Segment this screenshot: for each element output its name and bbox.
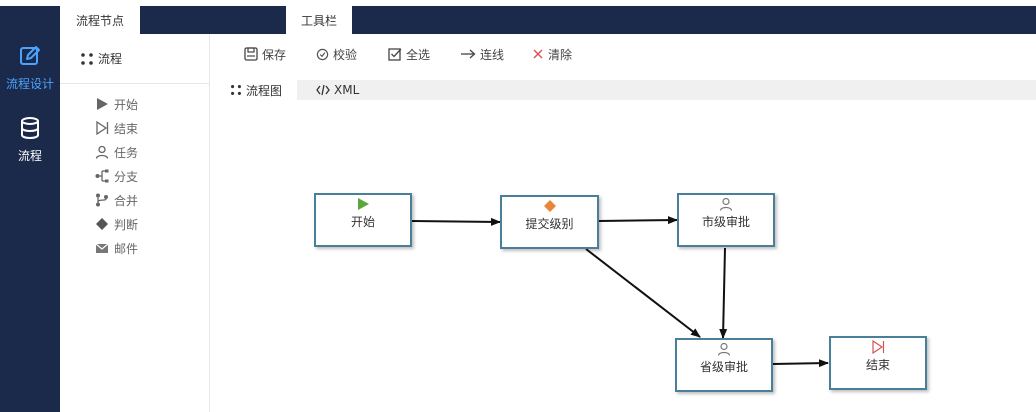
connect-label: 连线 — [480, 47, 505, 62]
flow-icon — [230, 84, 242, 96]
end-icon — [871, 339, 885, 357]
nav-item-process-design[interactable]: 流程设计 — [0, 44, 60, 92]
user-icon — [719, 197, 733, 214]
palette-node-label: 判断 — [114, 217, 139, 232]
flow-node-label: 省级审批 — [699, 360, 748, 374]
palette-node-label: 合并 — [114, 193, 139, 208]
save-label: 保存 — [262, 47, 287, 62]
connect-button[interactable]: 连线 — [460, 45, 504, 63]
nav-label: 流程 — [17, 149, 42, 163]
flow-node-start[interactable]: 开始 — [314, 193, 412, 247]
save-button[interactable]: 保存 — [244, 45, 286, 63]
edge-start-submit[interactable] — [411, 217, 501, 226]
left-nav: 流程设计 流程 — [0, 6, 60, 412]
select-all-button[interactable]: 全选 — [388, 45, 430, 63]
edge-submit-province[interactable] — [585, 248, 701, 338]
flow-icon — [81, 52, 93, 65]
merge-icon — [94, 192, 110, 208]
palette-node-end[interactable]: 结束 — [94, 116, 138, 140]
palette-node-mail[interactable]: 邮件 — [94, 236, 138, 260]
palette-node-label: 邮件 — [114, 241, 139, 256]
tab-xml-label: XML — [334, 83, 360, 97]
toolbar: 保存 校验 全选 连线 清除 — [210, 34, 1036, 74]
tab-xml[interactable]: XML — [308, 80, 367, 100]
play-icon — [356, 197, 370, 214]
palette-node-judge[interactable]: 判断 — [94, 212, 138, 236]
validate-label: 校验 — [333, 47, 358, 62]
clear-button[interactable]: 清除 — [532, 45, 572, 63]
arrow-right-icon — [460, 48, 476, 60]
flow-edges — [411, 216, 829, 368]
mail-icon — [94, 240, 110, 256]
palette-header: 流程 — [60, 34, 209, 84]
palette-node-label: 分支 — [114, 169, 139, 184]
checkbox-icon — [388, 47, 402, 61]
node-list: 开始 结束 任务 分支 合并 — [94, 92, 138, 260]
edit-icon — [0, 44, 60, 71]
diamond-icon — [543, 199, 557, 216]
close-icon — [532, 48, 544, 60]
view-tabs: 流程图 XML — [222, 80, 1036, 100]
flow-node-label: 提交级别 — [525, 217, 574, 231]
nav-label: 流程设计 — [5, 77, 54, 91]
node-palette: 流程 开始 结束 任务 分支 — [60, 34, 210, 412]
tab-bar: 流程节点 工具栏 — [60, 6, 1036, 34]
flow-node-end[interactable]: 结束 — [829, 336, 927, 390]
palette-node-label: 开始 — [114, 97, 139, 112]
palette-node-task[interactable]: 任务 — [94, 140, 138, 164]
flow-node-province-approval[interactable]: 省级审批 — [675, 338, 773, 392]
tab-toolbar[interactable]: 工具栏 — [286, 6, 352, 34]
tab-diagram[interactable]: 流程图 — [222, 80, 297, 100]
flow-node-label: 市级审批 — [701, 215, 750, 229]
branch-icon — [94, 168, 110, 184]
tab-flow-nodes[interactable]: 流程节点 — [60, 6, 140, 34]
tab-diagram-label: 流程图 — [246, 83, 283, 98]
select-all-label: 全选 — [406, 47, 431, 62]
flow-node-label: 结束 — [865, 358, 890, 372]
code-icon — [316, 84, 330, 96]
palette-node-merge[interactable]: 合并 — [94, 188, 138, 212]
save-icon — [244, 47, 258, 61]
top-strip — [0, 0, 1036, 6]
user-icon — [94, 144, 110, 160]
clear-label: 清除 — [548, 47, 573, 62]
end-icon — [94, 120, 110, 136]
palette-node-start[interactable]: 开始 — [94, 92, 138, 116]
palette-title: 流程 — [98, 52, 123, 66]
flow-node-label: 开始 — [350, 215, 375, 229]
validate-button[interactable]: 校验 — [316, 45, 357, 63]
palette-node-label: 结束 — [114, 121, 139, 136]
flow-node-city-approval[interactable]: 市级审批 — [677, 193, 775, 247]
diamond-icon — [94, 216, 110, 232]
check-circle-icon — [316, 48, 329, 61]
play-icon — [94, 96, 110, 112]
edge-submit-city[interactable] — [598, 216, 678, 225]
palette-node-label: 任务 — [114, 145, 139, 160]
user-icon — [717, 342, 731, 359]
edge-province-end[interactable] — [772, 359, 829, 368]
palette-node-branch[interactable]: 分支 — [94, 164, 138, 188]
edge-city-province[interactable] — [719, 247, 728, 339]
flow-node-submit-level[interactable]: 提交级别 — [500, 195, 599, 249]
flow-canvas[interactable]: 开始 提交级别 市级审批 省级审批 结束 — [210, 100, 1036, 412]
database-icon — [0, 116, 60, 143]
nav-item-process[interactable]: 流程 — [0, 116, 60, 164]
